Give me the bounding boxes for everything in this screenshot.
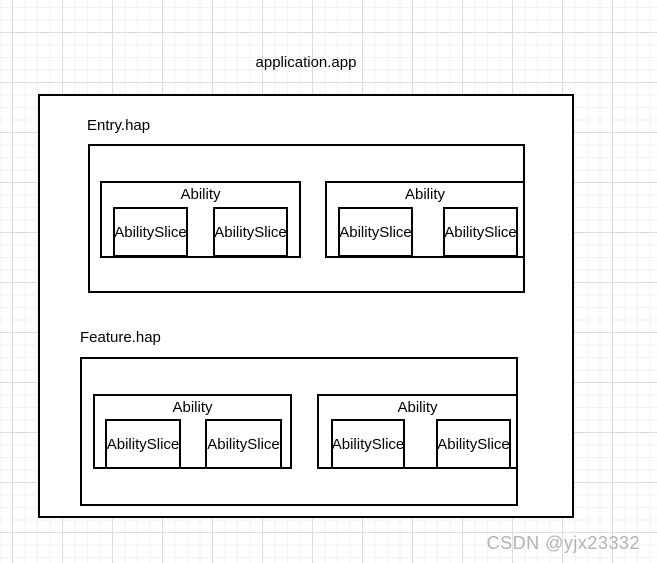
csdn-watermark: CSDN @yjx23332 bbox=[486, 533, 640, 553]
ability-slice-box: AbilitySlice bbox=[213, 207, 288, 257]
ability-slice-box: AbilitySlice bbox=[443, 207, 518, 257]
ability-slice-box: AbilitySlice bbox=[331, 419, 405, 469]
ability-slice-box: AbilitySlice bbox=[205, 419, 282, 469]
ability-slice-box: AbilitySlice bbox=[436, 419, 511, 469]
application-label: application.app bbox=[255, 54, 357, 71]
ability-label: Ability bbox=[180, 186, 221, 203]
ability-label: Ability bbox=[172, 399, 213, 416]
ability-slice-box: AbilitySlice bbox=[113, 207, 188, 257]
ability-slice-box: AbilitySlice bbox=[338, 207, 413, 257]
module-label-feature: Feature.hap bbox=[80, 329, 161, 346]
ability-label: Ability bbox=[397, 399, 438, 416]
ability-slice-box: AbilitySlice bbox=[105, 419, 181, 469]
module-label-entry: Entry.hap bbox=[87, 117, 151, 134]
ability-label: Ability bbox=[404, 186, 445, 203]
